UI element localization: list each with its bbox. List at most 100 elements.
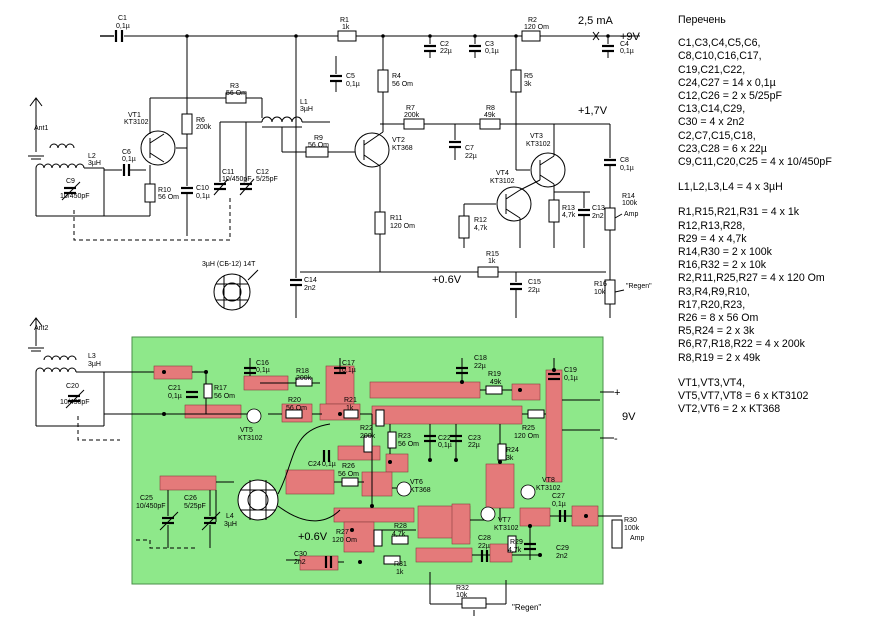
circuit-schematic: C1 0,1µ R1 1k R2 120 Om 2,5 mA +9V C2 22… <box>28 15 652 616</box>
parts-list-line: VT2,VT6 = 2 x KT368 <box>678 403 781 416</box>
label-r27: R27 <box>336 529 349 536</box>
label-r15: R15 <box>486 251 499 258</box>
label-c15-val: 22µ <box>528 287 540 294</box>
label-c12-val: 5/25pF <box>256 176 278 183</box>
transistor-vt7 <box>480 506 496 522</box>
label-c20: C20 <box>66 383 79 390</box>
label-r5: R5 <box>524 73 533 80</box>
label-l1-val: 3µH <box>300 106 313 113</box>
parts-list-line: C13,C14,C29, <box>678 103 746 116</box>
label-c27-val: 0,1µ <box>552 501 566 508</box>
label-plus-terminal: + <box>614 387 620 399</box>
label-c30: C30 <box>294 551 307 558</box>
label-c21-val: 0,1µ <box>168 393 182 400</box>
label-r29-val: 4,7k <box>508 547 522 554</box>
label-r4-val: 56 Om <box>392 81 413 88</box>
label-c2-val: 22µ <box>440 48 452 55</box>
label-c21: C21 <box>168 385 181 392</box>
parts-list-line: R1,R15,R21,R31 = 4 x 1k <box>678 206 800 219</box>
label-r18-val: 200k <box>296 375 312 382</box>
label-r16: R16 <box>594 281 607 288</box>
label-r26-val: 56 Om <box>338 471 359 478</box>
label-c11-val: 10/450pF <box>222 176 252 183</box>
label-r17: R17 <box>214 385 227 392</box>
label-c17: C17 <box>342 360 355 367</box>
label-r2-val: 120 Om <box>524 24 549 31</box>
label-vt4: VT4 <box>496 170 509 177</box>
label-c23: C23 <box>468 435 481 442</box>
label-l3-val: 3µH <box>88 361 101 368</box>
label-r31-val: 1k <box>396 569 404 576</box>
label-r3: R3 <box>230 83 239 90</box>
label-c14: C14 <box>304 277 317 284</box>
label-r10-val: 56 Om <box>158 194 179 201</box>
label-c29-val: 2n2 <box>556 553 568 560</box>
label-r32: R32 <box>456 585 469 592</box>
label-r30: R30 <box>624 517 637 524</box>
label-r11: R11 <box>390 215 402 222</box>
parts-list-line: C19,C21,C22, <box>678 63 746 76</box>
label-r15-val: 1k <box>488 258 496 265</box>
label-c1-val: 0,1µ <box>116 23 130 30</box>
label-r6: R6 <box>196 117 205 124</box>
parts-list-line: R3,R4,R9,R10, <box>678 285 750 298</box>
transistor-vt6 <box>396 481 412 497</box>
parts-list-title: Перечень <box>678 14 726 26</box>
label-0-6v: +0.6V <box>432 274 462 286</box>
transistor-vt8 <box>520 484 536 500</box>
label-c24-val: 0,1µ <box>322 461 336 468</box>
label-ant2: Ant2 <box>34 325 49 332</box>
label-c17-val: 0,1µ <box>342 367 356 374</box>
label-c25-val: 10/450pF <box>136 503 166 510</box>
label-vt1-type: KT3102 <box>124 119 149 126</box>
label-r17-val: 56 Om <box>214 393 235 400</box>
label-r10: R10 <box>158 187 171 194</box>
label-r24: R24 <box>506 447 519 454</box>
label-r23-val: 56 Om <box>398 441 419 448</box>
parts-list-line: C8,C10,C16,C17, <box>678 50 762 63</box>
label-c7: C7 <box>465 145 474 152</box>
label-vt7-type: KT3102 <box>494 525 519 532</box>
label-r9-val: 56 Om <box>308 142 329 149</box>
parts-list-line: R5,R24 = 2 x 3k <box>678 325 755 338</box>
label-r21-val: 1k <box>346 405 354 412</box>
parts-list-spacer <box>678 169 874 181</box>
resistor-r14 <box>604 207 616 231</box>
label-r7: R7 <box>406 105 415 112</box>
label-r27-val: 120 Om <box>332 537 357 544</box>
label-r8: R8 <box>486 105 495 112</box>
label-c5-val: 0,1µ <box>346 81 360 88</box>
label-r31: R31 <box>394 561 407 568</box>
resistor-r5 <box>510 69 522 93</box>
parts-list-line: R16,R32 = 2 x 10k <box>678 259 767 272</box>
label-c18-val: 22µ <box>474 363 486 370</box>
label-r14: R14 <box>622 193 635 200</box>
label-r13: R13 <box>562 205 575 212</box>
resistor-r1 <box>337 30 357 42</box>
label-r13-val: 4,7k <box>562 212 576 219</box>
label-current: 2,5 mA <box>578 15 614 27</box>
resistor-r12 <box>458 215 470 239</box>
resistor-r6 <box>181 113 193 135</box>
label-regen: "Regen" <box>626 283 652 290</box>
parts-list-spacer <box>678 365 874 377</box>
label-c14-val: 2n2 <box>304 285 316 292</box>
label-c28: C28 <box>478 535 491 542</box>
label-c26-val: 5/25pF <box>184 503 206 510</box>
label-vt1: VT1 <box>128 112 141 119</box>
label-c22: C22 <box>438 435 451 442</box>
label-c9-val: 10/450pF <box>60 193 90 200</box>
label-c6-val: 0,1µ <box>122 156 136 163</box>
label-r14-val: 100k <box>622 200 638 207</box>
label-vt3: VT3 <box>530 133 543 140</box>
label-l2: L2 <box>88 153 96 160</box>
label-r12: R12 <box>474 217 487 224</box>
label-c15: C15 <box>528 279 541 286</box>
label-r8-val: 49k <box>484 112 496 119</box>
resistor-r7 <box>403 118 425 130</box>
label-r24-val: 3k <box>506 455 514 462</box>
label-vt5: VT5 <box>240 427 253 434</box>
label-c19: C19 <box>564 367 577 374</box>
label-9v: 9V <box>622 411 636 423</box>
label-regen-board: "Regen" <box>512 603 541 612</box>
